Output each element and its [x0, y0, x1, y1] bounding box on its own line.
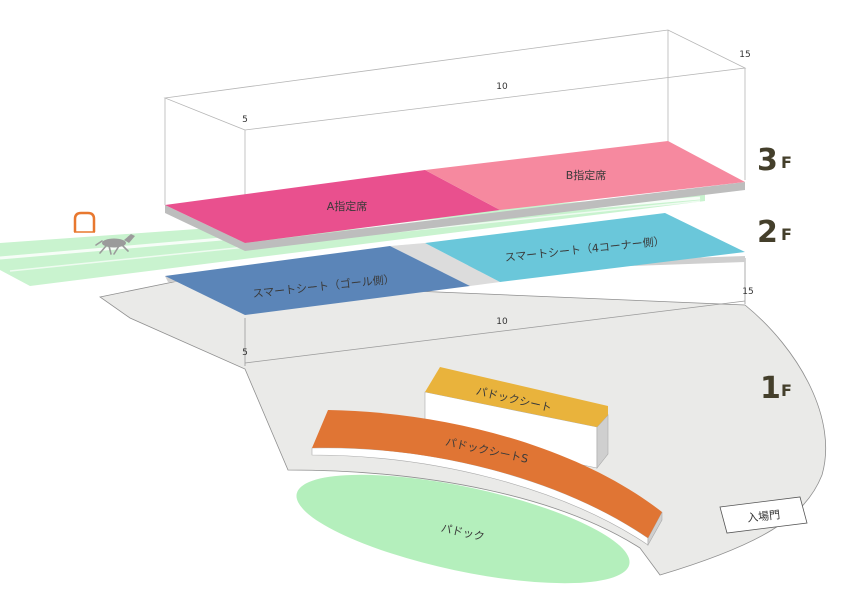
paddock[interactable] [288, 453, 638, 595]
floor-label-2f-suffix: F [781, 225, 792, 244]
floor-2f: スマートシート（4コーナー側） スマートシート（ゴール側） [165, 213, 745, 315]
a-reserved-seat[interactable] [165, 170, 500, 243]
paddock-seat-s[interactable] [312, 410, 662, 538]
floor-label-3f-number: 3 [757, 143, 778, 178]
floor-label-2f-number: 2 [757, 215, 778, 250]
upper-tick-15: 15 [739, 50, 750, 60]
upper-ruler-labels: 5 10 15 [242, 50, 751, 125]
floor-1f-ruler [244, 300, 746, 364]
lower-tick-10: 10 [496, 317, 508, 327]
lower-tick-5: 5 [242, 348, 248, 358]
paddock-area[interactable]: パドック [288, 453, 638, 595]
smart-seat-corner[interactable] [425, 213, 745, 282]
b-reserved-seat-label: B指定席 [566, 168, 607, 182]
entrance-gate[interactable]: 入場門 [719, 496, 808, 534]
lower-tick-15: 15 [742, 287, 753, 297]
b-reserved-seat[interactable] [425, 141, 745, 210]
entrance-gate-box[interactable] [719, 496, 808, 534]
smart-seat-goal[interactable] [165, 246, 470, 315]
a-reserved-seat-label: A指定席 [327, 199, 368, 213]
floor-label-3f: 3 F [757, 143, 792, 178]
paddock-seat-block[interactable]: パドックシート [424, 367, 609, 469]
floor-2f-walkway [390, 243, 500, 286]
floor-label-3f-suffix: F [781, 153, 792, 172]
upper-tick-5: 5 [242, 115, 248, 125]
lower-ruler-labels: 5 10 15 [242, 287, 754, 358]
entrance-gate-label: 入場門 [747, 508, 781, 524]
paddock-seat-s-block[interactable]: パドックシートS [311, 410, 663, 547]
floor-3f: A指定席 B指定席 [165, 141, 745, 251]
paddock-seat[interactable] [425, 367, 608, 427]
floor-label-2f: 2 F [757, 215, 792, 250]
floor-label-1f-suffix: F [781, 381, 792, 400]
horse-icon [95, 234, 135, 255]
starting-gate-icon [73, 211, 96, 233]
upper-tick-10: 10 [496, 82, 508, 92]
floor-label-1f-number: 1 [760, 371, 781, 406]
floor-label-1f: 1 F [760, 371, 792, 406]
